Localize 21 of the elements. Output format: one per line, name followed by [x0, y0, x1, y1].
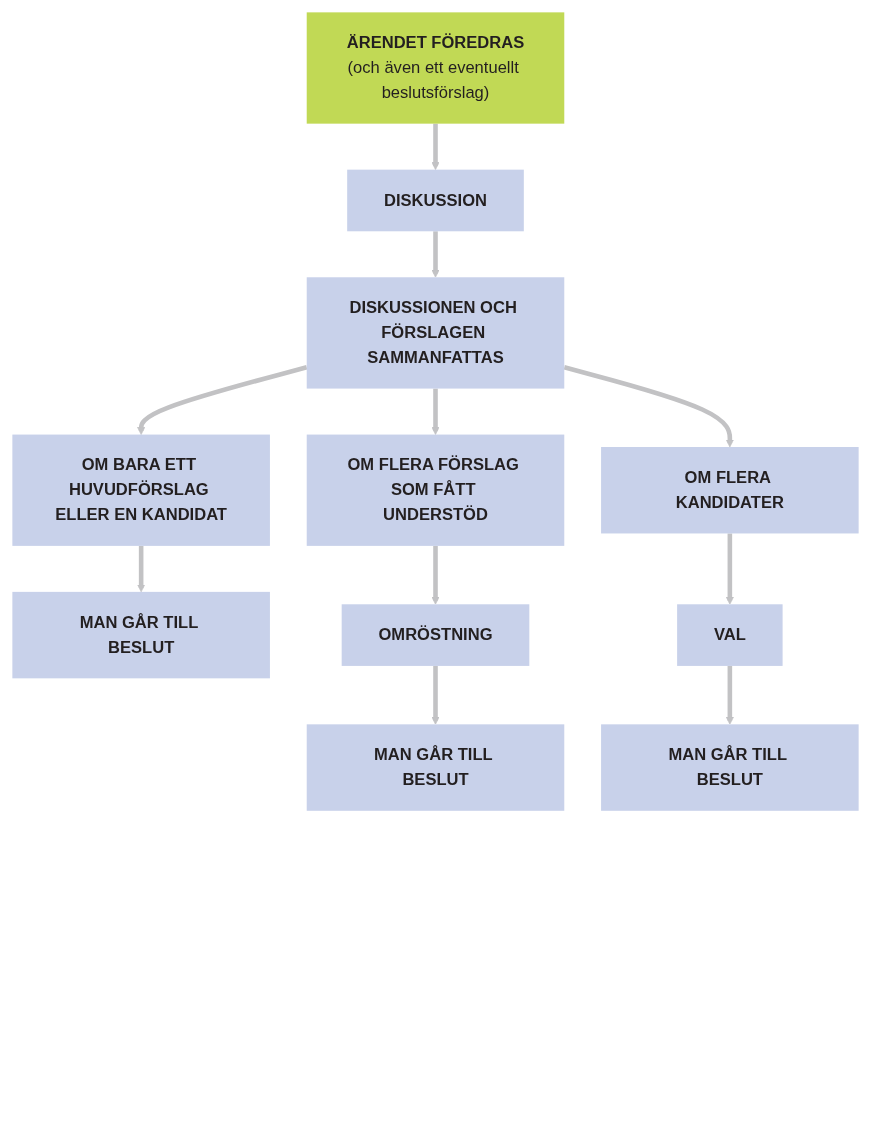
node-box: ÄRENDET FÖREDRAS (och även ett eventuellt beslutsförslag) — [306, 12, 565, 124]
node-box: OM FLERA KANDIDATER — [601, 447, 859, 534]
node-box: VAL — [677, 604, 783, 666]
node-box: OMRÖSTNING — [341, 604, 530, 666]
node-box: OM BARA ETT HUVUDFÖRSLAG ELLER EN KANDIDAT — [12, 434, 270, 546]
arrow — [431, 545, 440, 605]
arrow — [137, 365, 308, 435]
arrow — [563, 365, 734, 448]
node-box: MAN GÅR TILL BESLUT — [306, 724, 565, 811]
node-box: OM FLERA FÖRSLAG SOM FÅTT UNDERSTÖD — [306, 434, 565, 546]
node-box: MAN GÅR TILL BESLUT — [601, 724, 859, 811]
arrow — [725, 533, 734, 605]
arrow — [431, 388, 440, 435]
arrow — [137, 545, 146, 593]
node-box: MAN GÅR TILL BESLUT — [12, 591, 270, 679]
node-box: DISKUSSION — [347, 169, 524, 232]
arrow — [431, 231, 440, 278]
node-box: DISKUSSIONEN OCH FÖRSLAGEN SAMMANFATTAS — [306, 277, 565, 389]
arrow — [431, 665, 440, 725]
arrow — [725, 665, 734, 725]
arrow — [431, 123, 440, 170]
